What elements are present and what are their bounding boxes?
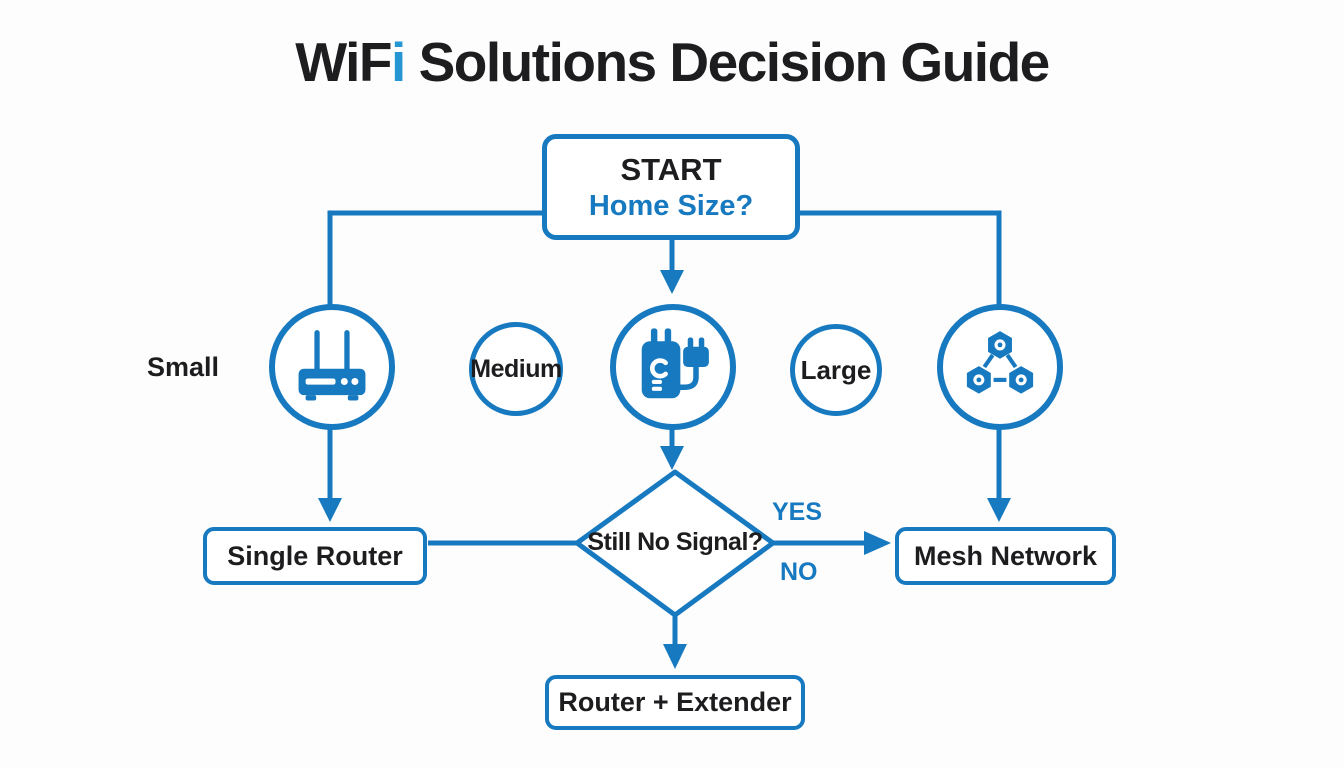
mesh-circle: [937, 304, 1063, 430]
mesh-network-icon: [966, 331, 1034, 394]
router-circle: [269, 304, 395, 430]
wifi-router-icon: [298, 330, 366, 401]
page-title-part1: WiF: [295, 31, 392, 93]
medium-circle: Medium: [469, 322, 563, 416]
small-label: Small: [146, 352, 220, 382]
single-router-node: Single Router: [203, 527, 427, 585]
page-title-part2: Solutions Decision Guide: [404, 31, 1051, 93]
arrowhead-down-1: [660, 270, 684, 294]
edge-start-to-large: [798, 210, 1002, 306]
router-extender-node: Router + Extender: [545, 675, 805, 730]
arrowhead-down-4: [987, 498, 1011, 522]
arrowhead-down-2: [318, 498, 342, 522]
edge-start-to-small: [327, 210, 545, 306]
yes-label: YES: [772, 498, 823, 526]
arrowhead-down-3: [660, 446, 684, 470]
medium-label: Medium: [470, 354, 562, 383]
no-label: NO: [780, 558, 818, 586]
wifi-extender-icon: [641, 328, 709, 399]
page-title-accent: i: [391, 31, 406, 93]
start-node-title: START: [620, 151, 722, 187]
large-label: Large: [800, 354, 872, 385]
large-circle: Large: [790, 324, 882, 416]
home-size-question: Home Size?: [588, 189, 754, 222]
arrowhead-right-yes: [864, 531, 891, 555]
start-node: START Home Size?: [542, 134, 800, 240]
page-title: WiFi Solutions Decision Guide: [0, 30, 1344, 94]
decision-label: Still No Signal?: [587, 528, 763, 556]
arrowhead-down-5: [663, 644, 687, 669]
extender-circle: [610, 304, 736, 430]
mesh-network-node: Mesh Network: [895, 527, 1116, 585]
